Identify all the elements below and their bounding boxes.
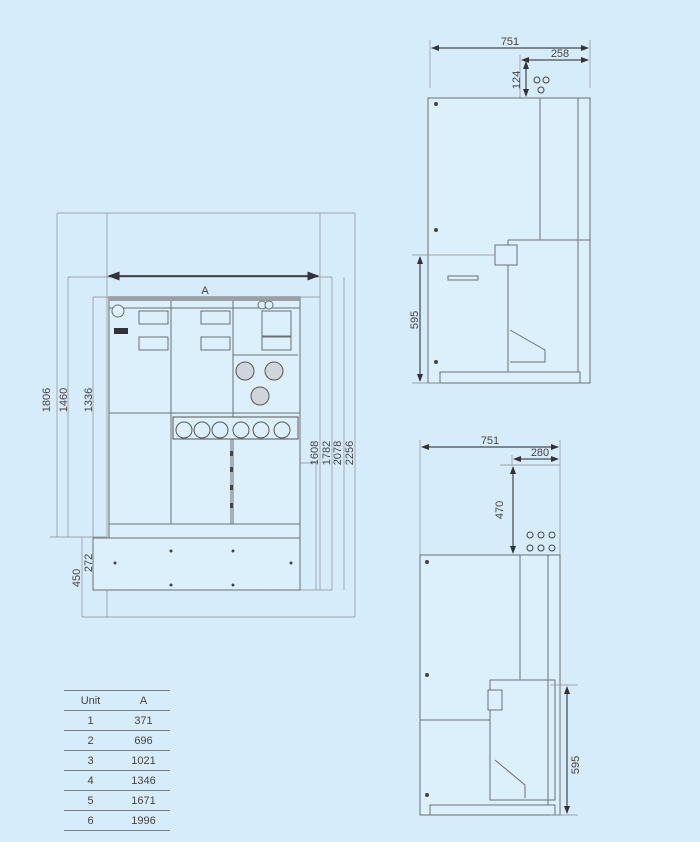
svg-text:595: 595 (409, 311, 421, 329)
svg-text:470: 470 (494, 501, 506, 519)
svg-text:2078: 2078 (332, 441, 344, 465)
svg-text:1336: 1336 (83, 388, 95, 412)
front-view: A 1806 (41, 212, 356, 618)
svg-text:751: 751 (481, 435, 499, 447)
cabinet-top-bar (109, 297, 300, 301)
svg-text:2256: 2256 (344, 441, 356, 465)
svg-text:272: 272 (83, 554, 95, 572)
svg-text:1608: 1608 (309, 441, 321, 465)
cabinet-base (92, 537, 301, 591)
width-label-a: A (201, 285, 209, 297)
left-dimension-labels: 1806 1460 1336 272 450 (41, 388, 95, 587)
svg-text:1460: 1460 (58, 388, 70, 412)
fuse-icons (235, 361, 284, 406)
terminal-icons (533, 76, 550, 94)
indicator-icon (114, 328, 128, 334)
side-view-bottom: 751 280 470 595 (419, 435, 582, 816)
svg-text:595: 595 (570, 756, 582, 774)
svg-text:450: 450 (71, 569, 83, 587)
cable-bushings (172, 416, 299, 440)
svg-text:751: 751 (501, 36, 519, 48)
svg-text:258: 258 (551, 48, 569, 60)
earth-bar (230, 439, 233, 525)
svg-text:1782: 1782 (321, 441, 333, 465)
right-dimension-labels: 1608 1782 2078 2256 (309, 441, 356, 465)
terminal-icons (526, 531, 556, 552)
side-view-top: 751 258 124 595 (409, 36, 591, 384)
switch-modules (138, 300, 292, 351)
svg-text:1806: 1806 (41, 388, 53, 412)
gauge-icon (111, 304, 125, 318)
svg-text:124: 124 (511, 71, 523, 89)
svg-text:280: 280 (531, 447, 549, 459)
